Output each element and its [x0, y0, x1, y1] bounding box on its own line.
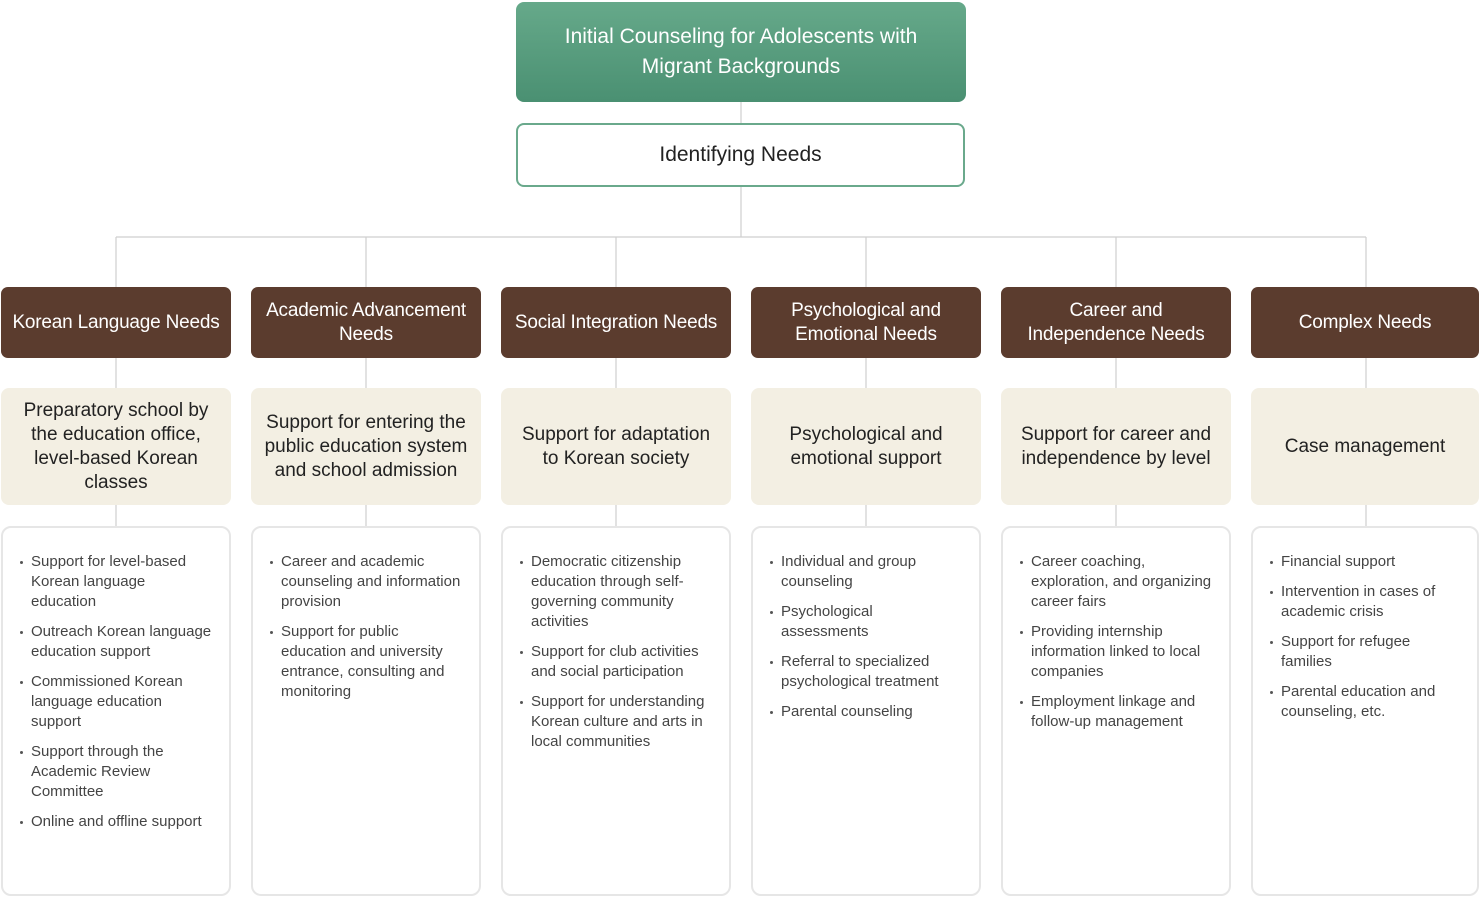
- details-psychological-emotional: Individual and group counseling Psycholo…: [751, 526, 981, 896]
- support-psychological-emotional: Psychological and emotional support: [751, 388, 981, 505]
- list-item: Democratic citizenship education through…: [519, 552, 713, 632]
- support-academic-advancement: Support for entering the public educatio…: [251, 388, 481, 505]
- support-career-independence: Support for career and independence by l…: [1001, 388, 1231, 505]
- category-career-independence: Career and Independence Needs: [1001, 287, 1231, 358]
- list-item: Support for level-based Korean language …: [19, 552, 213, 612]
- category-label: Korean Language Needs: [12, 311, 220, 333]
- list-item: Referral to specialized psychological tr…: [769, 652, 963, 692]
- identifying-needs-box: Identifying Needs: [516, 123, 965, 187]
- list-item: Psychological assessments: [769, 602, 963, 642]
- list-item: Commissioned Korean language education s…: [19, 672, 213, 732]
- category-label: Complex Needs: [1298, 311, 1432, 333]
- category-label: Social Integration Needs: [514, 311, 718, 333]
- support-label: Support for career and independence by l…: [1020, 423, 1212, 469]
- details-academic-advancement: Career and academic counseling and infor…: [251, 526, 481, 896]
- category-academic-advancement: Academic Advancement Needs: [251, 287, 481, 358]
- identifying-needs-label: Identifying Needs: [659, 143, 822, 166]
- list-item: Parental education and counseling, etc.: [1269, 682, 1461, 722]
- list-item: Outreach Korean language education suppo…: [19, 622, 213, 662]
- category-korean-language: Korean Language Needs: [1, 287, 231, 358]
- list-item: Career coaching, exploration, and organi…: [1019, 552, 1213, 612]
- details-complex: Financial support Intervention in cases …: [1251, 526, 1479, 896]
- details-korean-language: Support for level-based Korean language …: [1, 526, 231, 896]
- list-item: Financial support: [1269, 552, 1461, 572]
- support-label: Psychological and emotional support: [789, 423, 943, 469]
- details-social-integration: Democratic citizenship education through…: [501, 526, 731, 896]
- list-item: Support for refugee families: [1269, 632, 1461, 672]
- details-list: Career and academic counseling and infor…: [269, 552, 463, 712]
- list-item: Support through the Academic Review Comm…: [19, 742, 213, 802]
- title-box: Initial Counseling for Adolescents with …: [516, 2, 966, 102]
- details-list: Financial support Intervention in cases …: [1269, 552, 1461, 732]
- support-social-integration: Support for adaptation to Korean society: [501, 388, 731, 505]
- details-list: Individual and group counseling Psycholo…: [769, 552, 963, 732]
- details-career-independence: Career coaching, exploration, and organi…: [1001, 526, 1231, 896]
- support-korean-language: Preparatory school by the education offi…: [1, 388, 231, 505]
- details-list: Democratic citizenship education through…: [519, 552, 713, 762]
- list-item: Support for public education and univers…: [269, 622, 463, 702]
- list-item: Employment linkage and follow-up managem…: [1019, 692, 1213, 732]
- list-item: Support for understanding Korean culture…: [519, 692, 713, 752]
- support-label: Support for adaptation to Korean society: [521, 423, 711, 469]
- list-item: Online and offline support: [19, 812, 213, 832]
- support-complex: Case management: [1251, 388, 1479, 505]
- details-list: Career coaching, exploration, and organi…: [1019, 552, 1213, 742]
- list-item: Support for club activities and social p…: [519, 642, 713, 682]
- category-label: Psychological and Emotional Needs: [791, 299, 941, 345]
- list-item: Intervention in cases of academic crisis: [1269, 582, 1461, 622]
- list-item: Career and academic counseling and infor…: [269, 552, 463, 612]
- list-item: Parental counseling: [769, 702, 963, 722]
- details-list: Support for level-based Korean language …: [19, 552, 213, 842]
- list-item: Providing internship information linked …: [1019, 622, 1213, 682]
- title-text: Initial Counseling for Adolescents with …: [564, 25, 918, 78]
- category-psychological-emotional: Psychological and Emotional Needs: [751, 287, 981, 358]
- support-label: Support for entering the public educatio…: [264, 411, 468, 481]
- category-social-integration: Social Integration Needs: [501, 287, 731, 358]
- list-item: Individual and group counseling: [769, 552, 963, 592]
- support-label: Preparatory school by the education offi…: [23, 399, 209, 493]
- support-label: Case management: [1284, 435, 1446, 457]
- category-complex: Complex Needs: [1251, 287, 1479, 358]
- category-label: Career and Independence Needs: [1027, 299, 1205, 345]
- category-label: Academic Advancement Needs: [266, 299, 466, 345]
